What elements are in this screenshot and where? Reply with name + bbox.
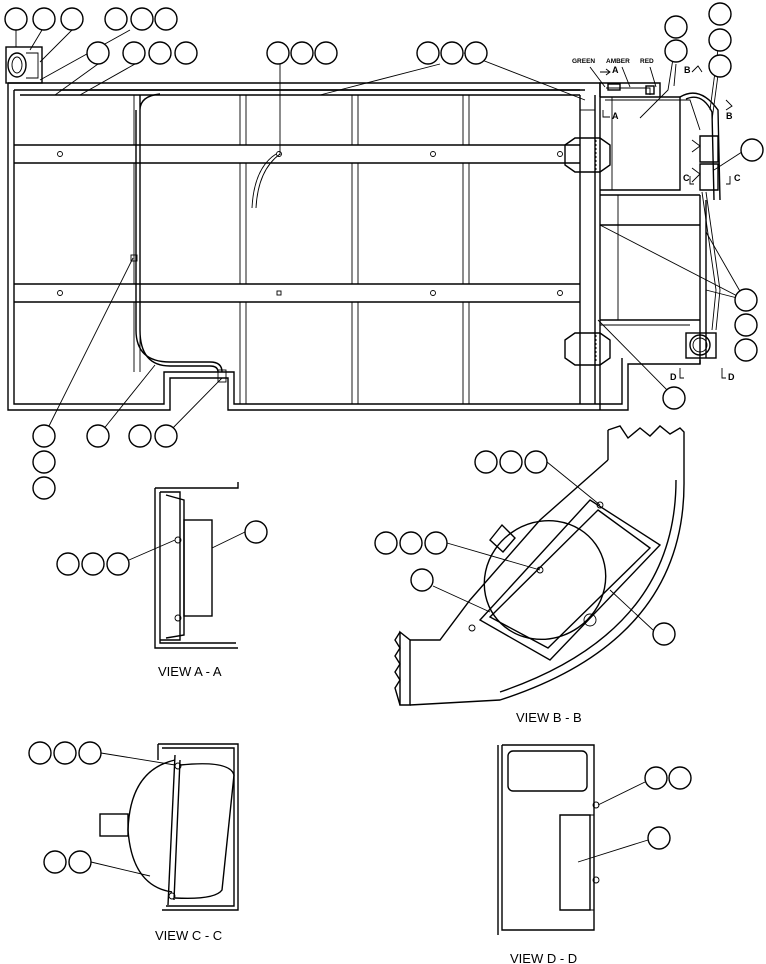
view-c-c-label: VIEW C - C	[155, 928, 222, 943]
wire-label-red: RED	[640, 58, 654, 65]
view-b-b	[374, 425, 685, 706]
section-a-bottom: A	[612, 111, 619, 121]
section-c-left: C	[683, 173, 690, 183]
section-c-right: C	[734, 173, 741, 183]
section-b-top: B	[684, 65, 691, 75]
wiring-harness	[60, 89, 721, 383]
view-d-d-label: VIEW D - D	[510, 951, 577, 964]
callout-bubbles-top	[4, 2, 764, 500]
wire-label-amber: AMBER	[606, 58, 630, 65]
frame-top-view	[5, 46, 721, 411]
view-a-a-label: VIEW A - A	[158, 664, 222, 679]
view-d-d	[497, 744, 692, 935]
section-markers: A A B B C C D D	[600, 65, 741, 382]
view-b-b-label: VIEW B - B	[516, 710, 582, 725]
section-a-top: A	[612, 65, 619, 75]
section-d-right: D	[728, 372, 735, 382]
view-a-a	[56, 482, 268, 649]
view-c-c	[28, 741, 239, 911]
wire-label-green: GREEN	[572, 58, 595, 65]
section-d-left: D	[670, 372, 677, 382]
section-b-bottom: B	[726, 111, 733, 121]
callout-leaders-top	[15, 29, 746, 437]
